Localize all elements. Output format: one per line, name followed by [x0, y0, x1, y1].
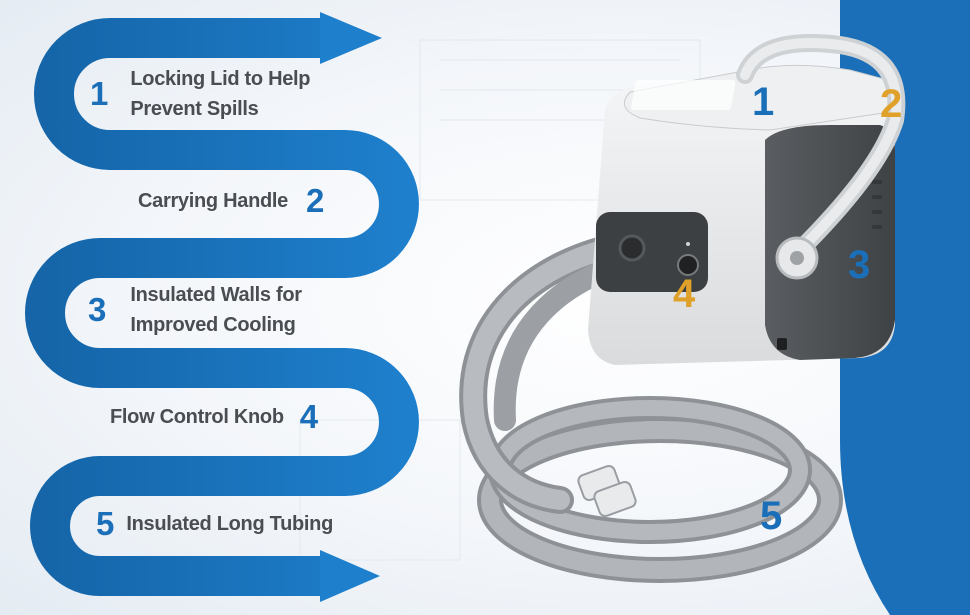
feature-item-4: Flow Control Knob 4 — [110, 398, 318, 436]
feature-text: Insulated Walls for Improved Cooling — [130, 284, 302, 336]
feature-number: 1 — [90, 75, 109, 112]
feature-item-1: 1 Locking Lid to Help Prevent Spills — [90, 64, 370, 124]
feature-number: 4 — [299, 398, 319, 435]
feature-text: Flow Control Knob — [110, 406, 284, 428]
arrow-head-top — [320, 12, 382, 64]
callout-1: 1 — [752, 80, 775, 124]
device-body — [588, 64, 900, 365]
feature-number: 3 — [88, 291, 107, 328]
feature-item-2: Carrying Handle 2 — [138, 182, 324, 220]
feature-text: Insulated Long Tubing — [126, 513, 333, 535]
arrow-ribbon-path — [25, 18, 419, 596]
callout-3: 3 — [848, 243, 871, 287]
callout-2: 2 — [880, 82, 903, 126]
arrow-head-bottom — [320, 550, 380, 602]
tube-connectors — [577, 464, 637, 518]
carrying-handle — [736, 34, 906, 280]
feature-number: 2 — [305, 182, 325, 219]
feature-text: Locking Lid to Help Prevent Spills — [130, 68, 311, 120]
callout-4: 4 — [673, 272, 696, 316]
serpentine-arrow — [25, 12, 419, 602]
feature-item-3: 3 Insulated Walls for Improved Cooling — [88, 280, 340, 340]
feature-number: 5 — [96, 505, 115, 542]
feature-text: Carrying Handle — [138, 190, 288, 212]
feature-item-5: 5 Insulated Long Tubing — [96, 505, 333, 543]
callout-5: 5 — [760, 494, 783, 538]
